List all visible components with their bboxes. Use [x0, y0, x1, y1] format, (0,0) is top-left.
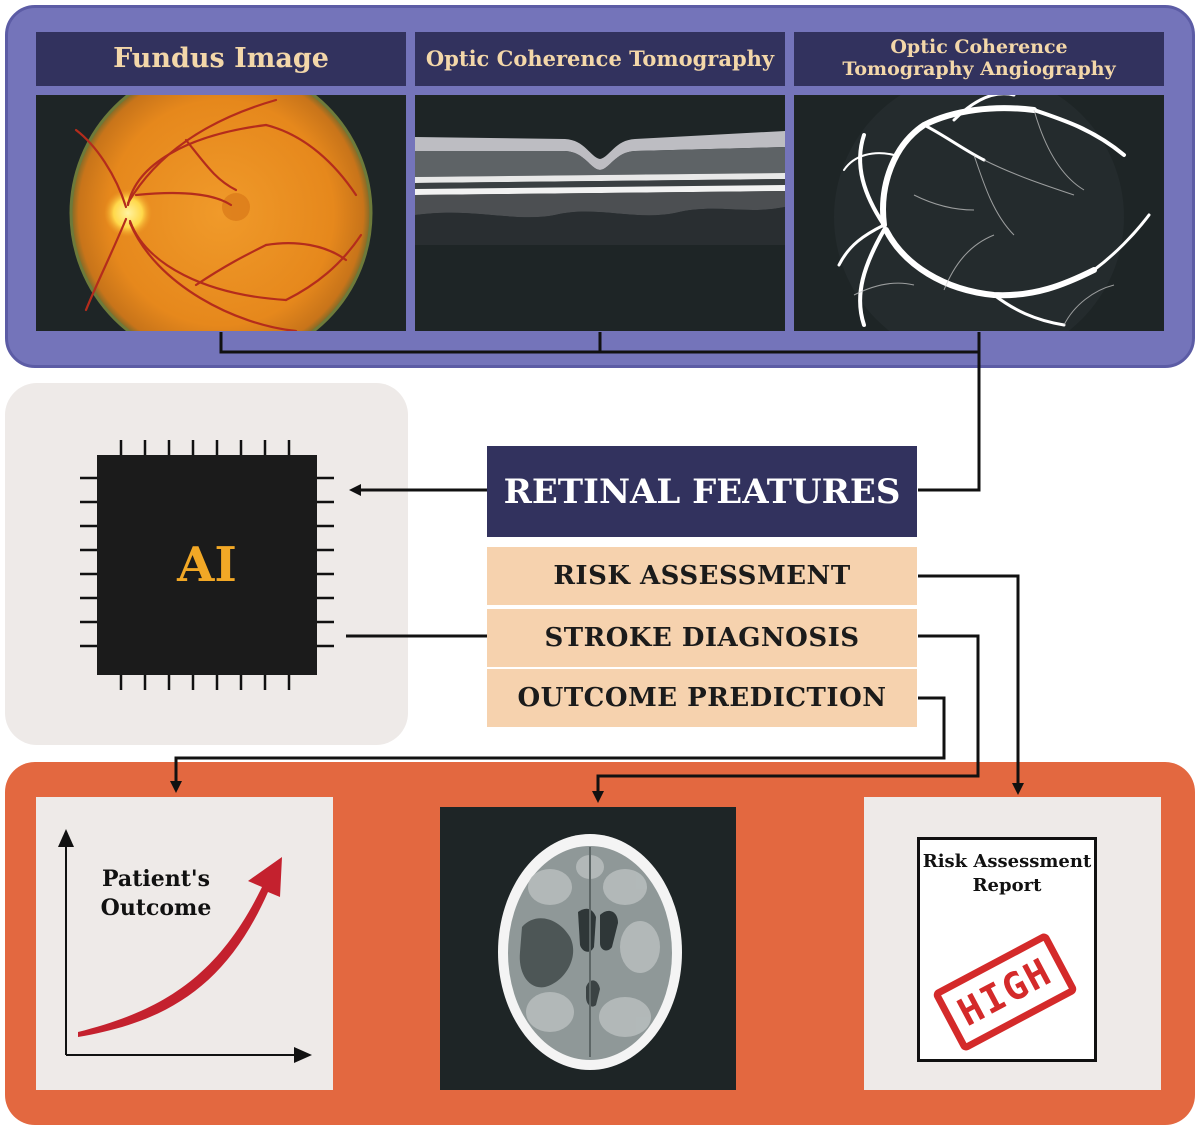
- octa-header: Optic Coherence Tomography Angiography: [794, 32, 1164, 86]
- high-risk-stamp: HIGH: [931, 931, 1079, 1053]
- stamp-text: HIGH: [950, 949, 1060, 1035]
- risk-report-title: Risk Assessment Report: [920, 850, 1094, 899]
- fundus-image: [36, 95, 406, 331]
- retinal-features-box: RETINAL FEATURES: [487, 446, 917, 537]
- brain-ct-image: [440, 807, 736, 1090]
- outcome-trend-graphic: [58, 829, 312, 1063]
- fundus-image-header: Fundus Image: [36, 32, 406, 86]
- report-title-line1: Risk Assessment: [922, 851, 1092, 872]
- task-label: RISK ASSESSMENT: [553, 561, 851, 591]
- task-stroke-diagnosis: STROKE DIAGNOSIS: [487, 609, 917, 667]
- patient-outcome-box: Patient's Outcome: [36, 797, 333, 1090]
- oct-image: [415, 95, 785, 331]
- octa-image: [794, 95, 1164, 331]
- oct-scan-graphic: [415, 131, 785, 245]
- ai-chip-icon: [97, 455, 317, 675]
- task-risk-assessment: RISK ASSESSMENT: [487, 547, 917, 605]
- retinal-features-label: RETINAL FEATURES: [503, 471, 901, 512]
- oct-header: Optic Coherence Tomography: [415, 32, 785, 86]
- oct-label: Optic Coherence Tomography: [425, 45, 775, 71]
- report-title-line2: Report: [972, 875, 1042, 897]
- features-feed-line: [918, 352, 981, 492]
- risk-to-report-arrow: [918, 574, 1024, 795]
- octa-label-line2: Tomography Angiography: [842, 58, 1116, 80]
- octa-vessels-graphic: [834, 95, 1151, 331]
- ai-label: AI: [177, 537, 237, 593]
- patient-outcome-label: Patient's Outcome: [81, 865, 231, 922]
- risk-report-box: Risk Assessment Report HIGH: [864, 797, 1161, 1090]
- outcome-label-line1: Patient's: [101, 866, 210, 892]
- octa-label-line1: Optic Coherence: [890, 36, 1068, 59]
- fundus-image-label: Fundus Image: [113, 43, 329, 75]
- outcome-label-line2: Outcome: [100, 894, 212, 921]
- retina-fundus-graphic: [69, 95, 373, 331]
- risk-report-document: Risk Assessment Report HIGH: [917, 837, 1097, 1062]
- task-outcome-prediction: OUTCOME PREDICTION: [487, 669, 917, 727]
- rising-arrow-icon: [78, 857, 282, 1037]
- task-label: OUTCOME PREDICTION: [517, 683, 887, 713]
- task-label: STROKE DIAGNOSIS: [544, 623, 860, 653]
- brain-ct-graphic: [498, 834, 682, 1070]
